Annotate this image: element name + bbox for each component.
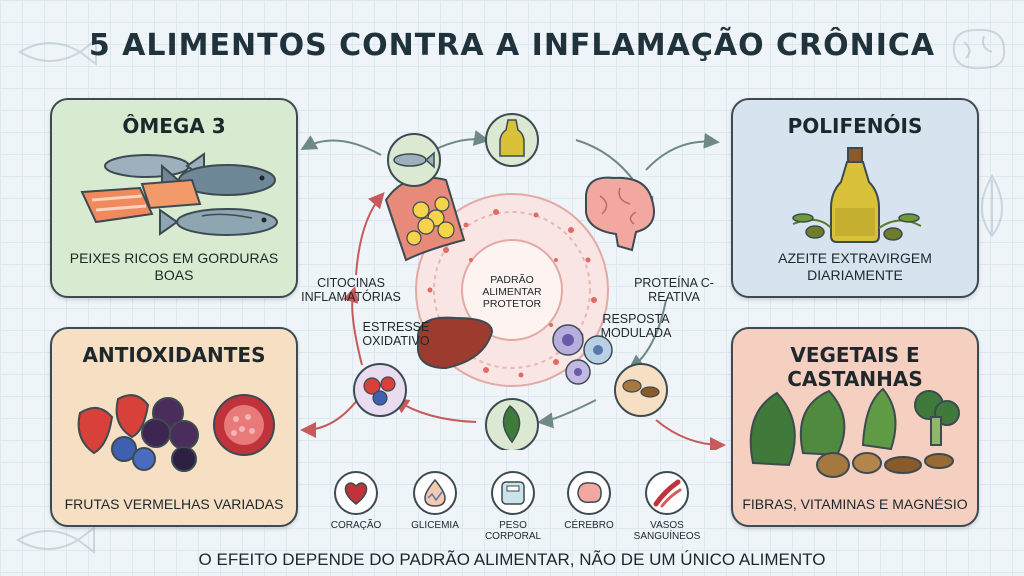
artery-plaque-icon: [384, 176, 466, 262]
citocinas-label: CITOCINAS INFLAMATÓRIAS: [301, 276, 401, 304]
inflammation-cycle-diagram: [300, 113, 726, 450]
vegetais-caption: FIBRAS, VITAMINAS E MAGNÉSIO: [742, 496, 968, 512]
blood-vessel-icon: [645, 471, 689, 515]
organ-label-glucose: GLICEMIA: [411, 520, 459, 531]
page-title: 5 ALIMENTOS CONTRA A INFLAMAÇÃO CRÔNICA: [88, 28, 936, 63]
link-arrow-poli: [645, 132, 720, 171]
polifenois-panel: POLIFENÓIS AZEITE EXTRAVIRGEM DIARIAMENT…: [731, 98, 979, 298]
organ-label-vessels: VASOS SANGUÍNEOS: [633, 520, 701, 542]
vegetais-panel: VEGETAIS E CASTANHAS FIBRAS, VITAMINAS E…: [731, 327, 979, 527]
spinach-node: [485, 398, 539, 450]
immune-cells-icon: [552, 324, 613, 385]
middle-ring: [433, 211, 591, 369]
vegetables-nuts-icon: [749, 387, 960, 478]
organ-label-weight: PESO CORPORAL: [484, 520, 542, 542]
cycle-arrow: [537, 399, 597, 429]
proteina-label: PROTEÍNA C-REATIVA: [634, 276, 714, 304]
omega-3-title: ÔMEGA 3: [122, 114, 226, 138]
link-arrow-anti: [300, 394, 362, 438]
berries-icon: [77, 394, 275, 472]
antioxidantes-panel: ANTIOXIDANTES FRUTAS VERMELHAS VARIADAS: [50, 327, 298, 527]
nuts-node: [614, 363, 668, 417]
polifenois-caption: AZEITE EXTRAVIRGEM DIARIAMENTE: [778, 250, 932, 283]
inner-core: [461, 239, 563, 341]
omega-3-panel: ÔMEGA 3 PEIXES RICOS EM GORDURAS BOAS: [50, 98, 298, 298]
vegetais-title: VEGETAIS E CASTANHAS: [787, 343, 923, 391]
resposta-label: RESPOSTA MODULADA: [600, 312, 672, 340]
antioxidantes-caption: FRUTAS VERMELHAS VARIADAS: [64, 496, 284, 512]
olive-oil-node: [485, 113, 539, 167]
link-arrow-veg: [655, 419, 726, 450]
antioxidantes-title: ANTIOXIDANTES: [82, 343, 266, 367]
heart-icon: [334, 471, 378, 515]
fish-node: [387, 133, 441, 187]
berries-node: [353, 363, 407, 417]
fish-sketch-icon: [16, 526, 95, 554]
fish-sketch-icon: [18, 38, 97, 66]
olive-oil-bottle-icon: [792, 147, 922, 243]
scale-icon: [491, 471, 535, 515]
glucose-drop-icon: [413, 471, 457, 515]
polifenois-title: POLIFENÓIS: [787, 114, 923, 138]
leaf-sketch-icon: [981, 174, 1003, 238]
brain-icon: [585, 176, 655, 252]
organ-label-brain: CÉREBRO: [564, 520, 614, 531]
footer-note: O EFEITO DEPENDE DO PADRÃO ALIMENTAR, NÃ…: [198, 550, 826, 569]
cycle-arrow: [392, 397, 477, 423]
brain-sketch-icon: [952, 28, 1006, 70]
cycle-arrow: [355, 191, 385, 276]
omega-3-caption: PEIXES RICOS EM GORDURAS BOAS: [69, 250, 279, 283]
fish-icon: [80, 152, 278, 236]
cycle-arrow: [342, 286, 363, 366]
brain-icon: [567, 471, 611, 515]
core-label: PADRÃO ALIMENTAR PROTETOR: [482, 274, 542, 310]
link-arrow-omega: [300, 135, 382, 156]
liver-icon: [417, 316, 494, 370]
estresse-label: ESTRESSE OXIDATIVO: [362, 320, 430, 348]
organ-label-heart: CORAÇÃO: [330, 520, 382, 531]
